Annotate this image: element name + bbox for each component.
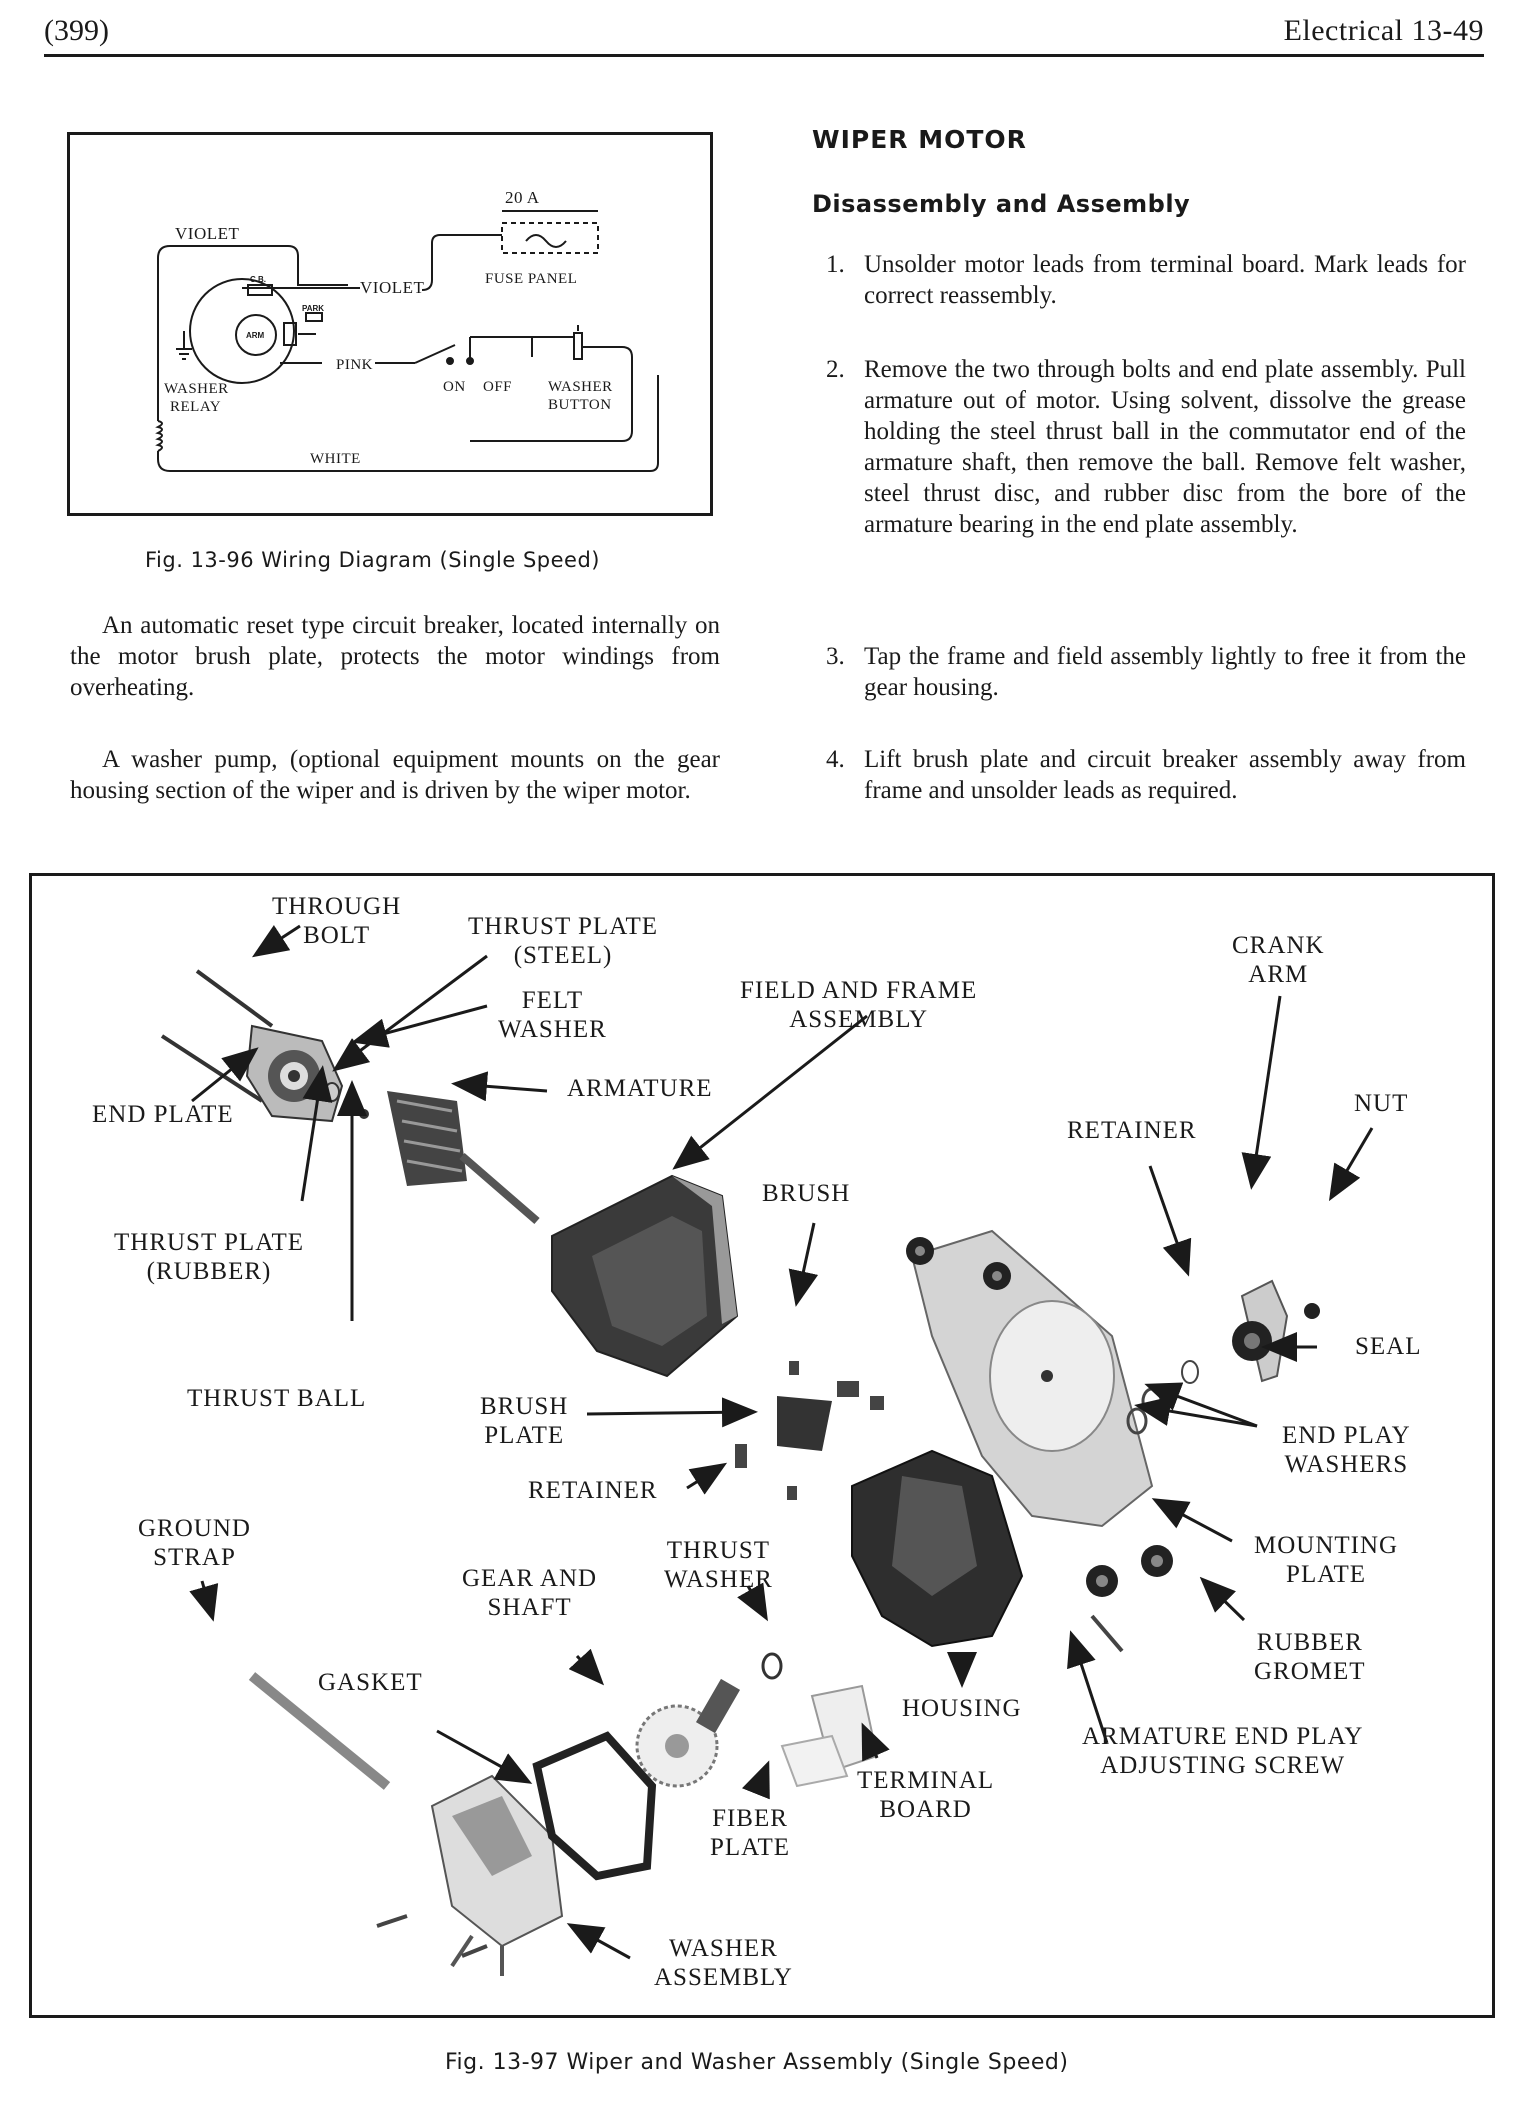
gasket (532, 1731, 657, 1881)
arm-label: ARM (246, 331, 265, 340)
label-gear-and-shaft: GEAR AND SHAFT (462, 1565, 598, 1621)
off-label: OFF (483, 379, 512, 395)
label-seal: SEAL (1355, 1333, 1422, 1360)
washer-relay-label-1: WASHER (164, 381, 229, 397)
step-number: 2. (826, 356, 845, 383)
page-number: (399) (44, 14, 109, 47)
label-brush-plate: BRUSH PLATE (480, 1393, 569, 1449)
label-thrust-washer: THRUST WASHER (664, 1537, 773, 1593)
subsection-title: Disassembly and Assembly (812, 190, 1191, 218)
label-retainer-top: RETAINER (1067, 1117, 1197, 1144)
wiring-diagram-figure: 20 A VIOLET VIOLET FUSE PANEL C.B. PARK … (67, 132, 713, 516)
washer-label: WASHER (548, 379, 613, 395)
label-through-bolt: THROUGH BOLT (272, 893, 402, 949)
figure-96-caption: Fig. 13-96 Wiring Diagram (Single Speed) (145, 548, 600, 572)
label-retainer-bottom: RETAINER (528, 1477, 658, 1504)
label-armature: ARMATURE (567, 1075, 713, 1102)
label-felt-washer: FELT WASHER (498, 987, 607, 1043)
ground-strap (248, 1672, 391, 1790)
label-gasket: GASKET (318, 1669, 423, 1696)
thrust-washer-and-plates (761, 1652, 879, 1788)
violet-top-label: VIOLET (175, 224, 239, 243)
label-fiber-plate: FIBER PLATE (710, 1805, 790, 1861)
fuse-panel-label: FUSE PANEL (485, 271, 577, 287)
header-rule (44, 54, 1484, 57)
washer-pump-paragraph: A washer pump, (optional equipment mount… (70, 746, 720, 804)
label-mounting-plate: MOUNTING PLATE (1254, 1532, 1399, 1588)
label-field-and-frame: FIELD AND FRAME ASSEMBLY (740, 977, 978, 1033)
step-4: 4. Lift brush plate and circuit breaker … (826, 744, 1466, 806)
step-text: Unsolder motor leads from terminal board… (864, 251, 1466, 309)
label-end-play-washers: END PLAY WASHERS (1282, 1422, 1411, 1478)
washer-relay-label-2: RELAY (170, 399, 221, 415)
armature (387, 1091, 540, 1225)
step-number: 3. (826, 643, 845, 670)
exploded-view-illustration (160, 924, 1374, 1976)
screws (376, 1614, 1124, 1958)
step-3: 3. Tap the frame and field assembly ligh… (826, 641, 1466, 703)
pink-label: PINK (336, 357, 373, 373)
field-and-frame-assembly (551, 1174, 739, 1378)
label-thrust-plate-rubber: THRUST PLATE (RUBBER) (114, 1229, 305, 1285)
through-bolts (160, 969, 274, 1103)
step-2: 2. Remove the two through bolts and end … (826, 354, 1466, 540)
label-brush: BRUSH (762, 1180, 851, 1207)
label-thrust-ball: THRUST BALL (187, 1385, 367, 1412)
figure-97-caption: Fig. 13-97 Wiper and Washer Assembly (Si… (445, 2050, 1069, 2075)
label-crank-arm: CRANK ARM (1232, 932, 1325, 988)
exploded-view-figure: THROUGH BOLT THRUST PLATE (STEEL) FELT W… (29, 873, 1495, 2018)
button-label: BUTTON (548, 397, 612, 413)
washer-assembly-part (430, 1774, 564, 1976)
park-label: PARK (302, 304, 324, 313)
label-ground-strap: GROUND STRAP (138, 1515, 251, 1571)
violet-mid-label: VIOLET (360, 278, 424, 297)
cb-label: C.B. (250, 275, 266, 284)
label-housing: HOUSING (902, 1695, 1022, 1722)
label-terminal-board: TERMINAL BOARD (857, 1767, 995, 1823)
label-thrust-plate-steel: THRUST PLATE (STEEL) (468, 913, 659, 969)
on-label: ON (443, 379, 466, 395)
step-text: Remove the two through bolts and end pla… (864, 356, 1466, 538)
label-end-plate: END PLATE (92, 1101, 234, 1128)
step-1: 1. Unsolder motor leads from terminal bo… (826, 249, 1466, 311)
step-number: 4. (826, 746, 845, 773)
step-number: 1. (826, 251, 845, 278)
label-washer-assembly: WASHER ASSEMBLY (654, 1935, 793, 1991)
step-text: Lift brush plate and circuit breaker ass… (864, 746, 1466, 804)
wiring-diagram: 20 A VIOLET VIOLET FUSE PANEL C.B. PARK … (155, 188, 659, 472)
fuse-rating-label: 20 A (505, 188, 540, 207)
section-header: Electrical 13-49 (1283, 14, 1484, 47)
housing (851, 1449, 1024, 1648)
label-nut: NUT (1354, 1090, 1409, 1117)
step-text: Tap the frame and field assembly lightly… (864, 643, 1466, 701)
mounting-plate (910, 1229, 1154, 1528)
label-rubber-gromet: RUBBER GROMET (1254, 1629, 1366, 1685)
circuit-breaker-paragraph: An automatic reset type circuit breaker,… (70, 612, 720, 701)
gear-and-shaft (635, 1678, 741, 1788)
brush-parts (735, 1361, 884, 1500)
section-title: WIPER MOTOR (812, 125, 1027, 154)
end-plate (245, 1024, 344, 1123)
rubber-gromets (906, 1237, 1173, 1597)
white-label: WHITE (310, 451, 361, 467)
label-armature-end-play-screw: ARMATURE END PLAY ADJUSTING SCREW (1082, 1723, 1364, 1779)
